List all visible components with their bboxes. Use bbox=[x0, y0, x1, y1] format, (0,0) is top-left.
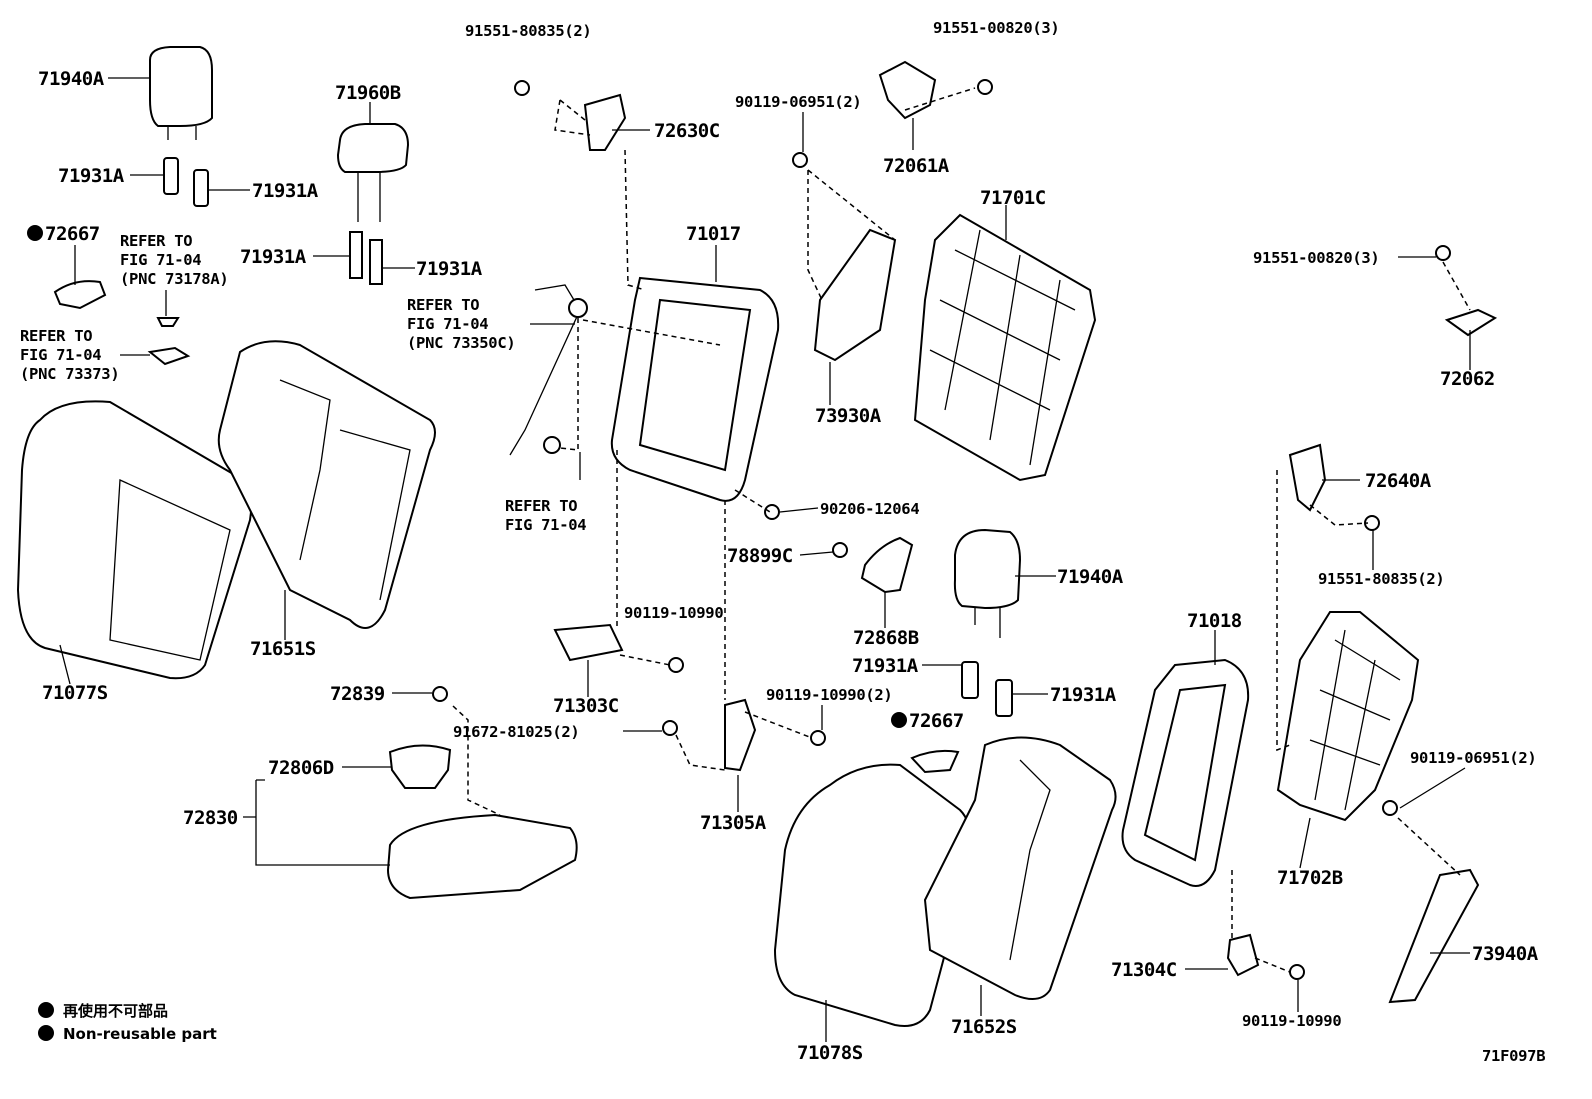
callout-71940A: 71940A bbox=[1057, 566, 1124, 588]
callout-71931A: 71931A bbox=[852, 655, 919, 677]
callout-90206-12064: 90206-12064 bbox=[820, 500, 919, 518]
callout-91551-80835: 91551-80835(2) bbox=[1318, 570, 1444, 588]
callout-71931A: 71931A bbox=[416, 258, 483, 280]
callout-71652S: 71652S bbox=[951, 1016, 1017, 1038]
callout-91672-81025: 91672-81025(2) bbox=[453, 723, 579, 741]
callout-73940A: 73940A bbox=[1472, 943, 1539, 965]
callout-71931A: 71931A bbox=[252, 180, 319, 202]
callout-72061A: 72061A bbox=[883, 155, 950, 177]
refer-note-line: REFER TO bbox=[120, 232, 192, 250]
callout-91551-80835: 91551-80835(2) bbox=[465, 22, 591, 40]
callout-71017: 71017 bbox=[686, 223, 741, 245]
callout-91551-00820: 91551-00820(3) bbox=[933, 19, 1059, 37]
callout-73930A: 73930A bbox=[815, 405, 882, 427]
non-reusable-bullet-icon bbox=[38, 1025, 54, 1041]
refer-note-line: (PNC 73373) bbox=[20, 365, 119, 383]
callout-72868B: 72868B bbox=[853, 627, 919, 649]
refer-note-line: FIG 71-04 bbox=[120, 251, 201, 269]
legend-item-english: Non-reusable part bbox=[63, 1025, 217, 1043]
callout-71304C: 71304C bbox=[1111, 959, 1177, 981]
callout-90119-10990: 90119-10990(2) bbox=[766, 686, 892, 704]
callout-71651S: 71651S bbox=[250, 638, 316, 660]
callout-71940A: 71940A bbox=[38, 68, 105, 90]
callout-71078S: 71078S bbox=[797, 1042, 863, 1064]
callout-78899C: 78899C bbox=[727, 545, 793, 567]
callout-91551-00820: 91551-00820(3) bbox=[1253, 249, 1379, 267]
callout-90119-06951: 90119-06951(2) bbox=[1410, 749, 1536, 767]
callout-72806D: 72806D bbox=[268, 757, 334, 779]
refer-note-line: (PNC 73178A) bbox=[120, 270, 228, 288]
callout-71303C: 71303C bbox=[553, 695, 619, 717]
callout-labels: 71940A 91551-80835(2) 91551-00820(3) 719… bbox=[20, 19, 1539, 1064]
non-reusable-bullet-icon bbox=[38, 1002, 54, 1018]
refer-note-line: FIG 71-04 bbox=[407, 315, 488, 333]
callout-71077S: 71077S bbox=[42, 682, 108, 704]
callout-71931A: 71931A bbox=[240, 246, 307, 268]
callout-71931A: 71931A bbox=[1050, 684, 1117, 706]
callout-90119-10990: 90119-10990 bbox=[624, 604, 723, 622]
callout-71960B: 71960B bbox=[335, 82, 401, 104]
callout-72630C: 72630C bbox=[654, 120, 720, 142]
leader-lines bbox=[59, 77, 1471, 1042]
callout-71018: 71018 bbox=[1187, 610, 1242, 632]
non-reusable-bullet-icon bbox=[891, 712, 907, 728]
refer-note-line: REFER TO bbox=[20, 327, 92, 345]
figure-code: 71F097B bbox=[1482, 1047, 1545, 1065]
refer-note-line: FIG 71-04 bbox=[505, 516, 586, 534]
callout-90119-06951: 90119-06951(2) bbox=[735, 93, 861, 111]
callout-90119-10990: 90119-10990 bbox=[1242, 1012, 1341, 1030]
callout-72839: 72839 bbox=[330, 683, 385, 705]
refer-note-line: (PNC 73350C) bbox=[407, 334, 515, 352]
callout-72667: 72667 bbox=[45, 223, 100, 245]
legend: 再使用不可部品 Non-reusable part bbox=[38, 1002, 217, 1043]
callout-72062: 72062 bbox=[1440, 368, 1495, 390]
callout-71931A: 71931A bbox=[58, 165, 125, 187]
callout-72667: 72667 bbox=[909, 710, 964, 732]
callout-72830: 72830 bbox=[183, 807, 238, 829]
refer-note-line: REFER TO bbox=[407, 296, 479, 314]
refer-note-line: REFER TO bbox=[505, 497, 577, 515]
refer-note-line: FIG 71-04 bbox=[20, 346, 101, 364]
callout-71305A: 71305A bbox=[700, 812, 767, 834]
non-reusable-bullet-icon bbox=[27, 225, 43, 241]
legend-item-japanese: 再使用不可部品 bbox=[63, 1002, 168, 1020]
callout-71701C: 71701C bbox=[980, 187, 1046, 209]
part-shapes bbox=[16, 46, 1498, 1027]
callout-71702B: 71702B bbox=[1277, 867, 1343, 889]
callout-72640A: 72640A bbox=[1365, 470, 1432, 492]
